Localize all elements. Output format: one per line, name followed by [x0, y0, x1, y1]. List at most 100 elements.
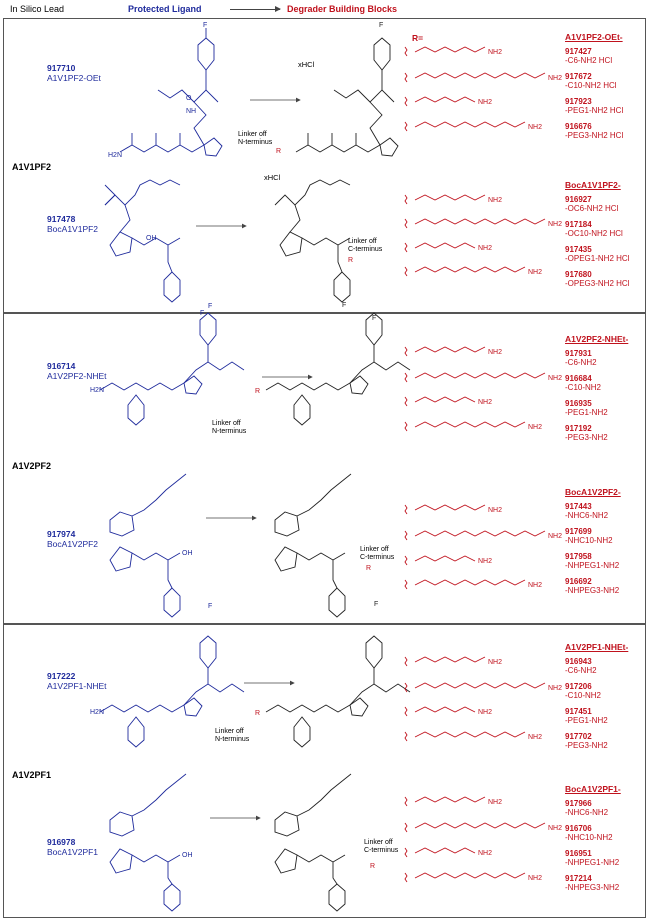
linker-note-n-terminus: Linker off N-terminus [238, 131, 273, 146]
compound-label-boca1v2pf2: 917974 BocA1V2PF2 [47, 529, 98, 549]
r-equals-label: R= [412, 33, 424, 43]
building-block-name: -PEG1-NH2 [565, 408, 608, 417]
linker-terminus-label: NH2 [478, 558, 492, 565]
atom-label: F [208, 303, 212, 310]
building-block-heading: BocA1V2PF2- [565, 487, 621, 497]
linker-terminus-label: NH2 [548, 685, 562, 692]
compound-id: 916978 [47, 837, 76, 847]
atom-label: NH [186, 108, 196, 115]
building-block-id: 916935 [565, 399, 592, 408]
xhcl-label: xHCl [298, 60, 315, 69]
building-block-item: 916706-NHC10-NH2 [565, 824, 645, 849]
building-block-heading: A1V2PF1-NHEt- [565, 642, 629, 652]
linker-terminus-label: NH2 [488, 799, 502, 806]
linker-attachment-mark [404, 822, 408, 833]
compound-label-a1v2pf2-nhet: 916714 A1V2PF2-NHEt [47, 361, 107, 381]
compound-label-boca1v2pf1: 916978 BocA1V2PF1 [47, 837, 98, 857]
compound-id: 917222 [47, 671, 76, 681]
linker-attachment-mark [404, 372, 408, 383]
building-block-id: 917214 [565, 874, 592, 883]
atom-label: F [203, 22, 207, 29]
building-block-name: -NHPEG3-NH2 [565, 883, 620, 892]
building-block-list-a1v1pf2-oet: A1V1PF2-OEt- 917427-C6-NH2 HCl 917672-C1… [565, 33, 645, 147]
atom-label: F [379, 22, 383, 29]
linker-chain [414, 346, 486, 353]
linker-attachment-mark [404, 242, 408, 253]
molecule-product-boca1v1pf2 [274, 179, 351, 303]
building-block-name: -NHPEG1-NH2 [565, 858, 620, 867]
linker-attachment-mark [404, 504, 408, 515]
building-block-item: 916684-C10-NH2 [565, 374, 645, 399]
linker-terminus-label: NH2 [488, 197, 502, 204]
linker-terminus-label: NH2 [548, 375, 562, 382]
molecule-product-boca1v2pf2 [274, 473, 352, 618]
building-block-name: -NHPEG1-NH2 [565, 561, 620, 570]
linker-terminus-label: NH2 [528, 269, 542, 276]
building-block-name: -NHC6-NH2 [565, 511, 609, 520]
panel-a1v1pf2 [3, 18, 646, 313]
atom-label: OH [182, 852, 193, 859]
building-block-list-a1v2pf1-nhet: A1V2PF1-NHEt- 916943-C6-NH2 917206-C10-N… [565, 643, 645, 757]
building-block-id: 917672 [565, 72, 592, 81]
building-block-list-boca1v1pf2: BocA1V1PF2- 916927-OC6-NH2 HCl 917184-OC… [565, 181, 645, 295]
linker-terminus-label: NH2 [478, 245, 492, 252]
building-block-id: 917435 [565, 245, 592, 254]
building-block-id: 916676 [565, 122, 592, 131]
linker-terminus-label: NH2 [478, 709, 492, 716]
building-block-id: 917192 [565, 424, 592, 433]
linker-attachment-mark [404, 706, 408, 717]
building-block-id: 916684 [565, 374, 592, 383]
building-block-heading: A1V2PF2-NHEt- [565, 334, 629, 344]
linker-attachment-mark [404, 72, 408, 83]
building-block-list-boca1v2pf2: BocA1V2PF2- 917443-NHC6-NH2 917699-NHC10… [565, 488, 645, 602]
lead-label-a1v2pf2: A1V2PF2 [12, 461, 52, 471]
building-block-id: 917923 [565, 97, 592, 106]
r-group-label: R [255, 388, 260, 395]
linker-terminus-label: NH2 [488, 49, 502, 56]
linker-terminus-label: NH2 [478, 850, 492, 857]
linker-chain [414, 530, 546, 537]
building-block-name: -C10-NH2 HCl [565, 81, 617, 90]
molecule-boca1v1pf2 [104, 179, 181, 303]
building-block-item: 917672-C10-NH2 HCl [565, 72, 645, 97]
compound-name: BocA1V1PF2 [47, 224, 99, 234]
linker-chain [414, 121, 526, 128]
header-arrow [230, 6, 281, 12]
building-block-name: -C6-NH2 [565, 666, 597, 675]
linker-attachment-mark [404, 266, 408, 277]
linker-attachment-mark [404, 46, 408, 57]
linker-attachment-mark [404, 346, 408, 357]
linker-note-n-terminus: Linker off N-terminus [215, 728, 250, 743]
compound-id: 917710 [47, 63, 76, 73]
panel-a1v2pf2 [3, 313, 646, 624]
building-block-name: -NHC10-NH2 [565, 536, 613, 545]
building-block-item: 917958-NHPEG1-NH2 [565, 552, 645, 577]
linker-chain [414, 266, 526, 273]
building-block-item: 917206-C10-NH2 [565, 682, 645, 707]
linker-chain [414, 96, 476, 103]
compound-name: BocA1V2PF1 [47, 847, 99, 857]
building-block-item: 917923-PEG1-NH2 HCl [565, 97, 645, 122]
linker-attachment-mark [404, 421, 408, 432]
building-block-id: 916692 [565, 577, 592, 586]
linker-chain [414, 504, 486, 511]
r-group-label: R [348, 257, 353, 264]
linker-terminus-label: NH2 [548, 825, 562, 832]
building-block-id: 917206 [565, 682, 592, 691]
linker-chain [414, 421, 526, 428]
linker-terminus-label: NH2 [488, 349, 502, 356]
building-block-name: -OC10-NH2 HCl [565, 229, 623, 238]
xhcl-label: xHCl [264, 173, 281, 182]
linker-chain [414, 242, 476, 249]
building-block-item: 916935-PEG1-NH2 [565, 399, 645, 424]
building-block-name: -OC6-NH2 HCl [565, 204, 619, 213]
building-block-heading: A1V1PF2-OEt- [565, 32, 623, 42]
r-group-label: R [370, 863, 375, 870]
linker-chain [414, 46, 486, 53]
linker-chain [414, 796, 486, 803]
building-block-name: -PEG1-NH2 [565, 716, 608, 725]
compound-name: A1V2PF2-NHEt [47, 371, 107, 381]
linker-attachment-mark [404, 555, 408, 566]
